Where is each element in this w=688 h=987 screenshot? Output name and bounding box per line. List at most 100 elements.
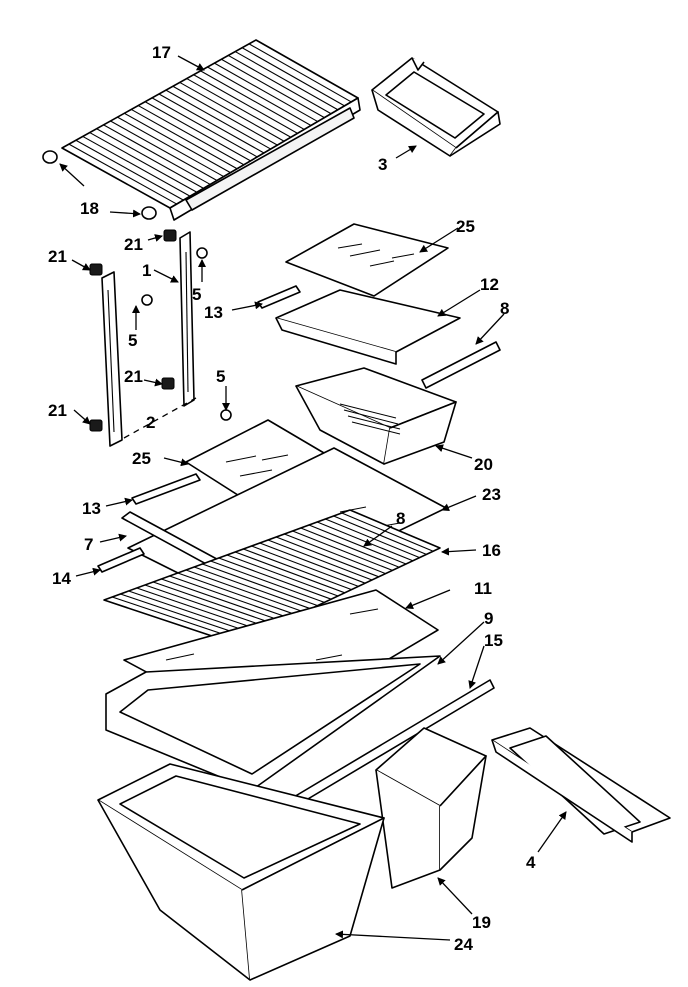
callout-21: 21 — [124, 367, 143, 386]
callout-2: 2 — [146, 413, 155, 432]
callout-23: 23 — [482, 485, 501, 504]
wire-rod — [228, 54, 332, 115]
wire-rod — [103, 124, 211, 185]
wire-shelf-17 — [61, 39, 361, 221]
callout-21: 21 — [124, 235, 143, 254]
callout-11: 11 — [474, 579, 492, 598]
ladder-rail-1 — [179, 231, 195, 407]
wire-rod — [210, 560, 325, 603]
wire-rod — [226, 554, 339, 597]
callout-labels: 17 3 18 21 21 1 5 5 21 5 21 2 25 12 13 8… — [48, 43, 536, 954]
wire-rod — [110, 120, 218, 181]
wire-rod — [153, 581, 277, 626]
callout-9: 9 — [484, 609, 493, 628]
wire-rod — [193, 74, 298, 134]
wire-rod — [308, 524, 407, 565]
wire-rod — [136, 587, 264, 632]
callout-5: 5 — [192, 285, 201, 304]
meat-pan-20 — [295, 367, 457, 465]
callout-12: 12 — [480, 275, 499, 294]
wire-rod — [259, 542, 366, 584]
wire-rod — [124, 112, 231, 174]
callout-3: 3 — [378, 155, 387, 174]
glass-panel-25-upper — [285, 223, 449, 297]
shelf-trim-8-upper — [421, 341, 501, 389]
callout-21: 21 — [48, 247, 67, 266]
callout-24: 24 — [454, 935, 473, 954]
wire-rod — [117, 116, 224, 178]
wire-rod — [207, 66, 312, 126]
shelf-trim-14 — [97, 547, 145, 573]
wire-rod — [194, 566, 311, 610]
screw-5 — [141, 247, 232, 421]
shelf-roller-18 — [42, 150, 157, 220]
wire-rod — [284, 533, 386, 575]
wire-rod — [185, 569, 305, 613]
wire-rod — [128, 590, 257, 635]
callout-5: 5 — [216, 367, 225, 386]
callout-15: 15 — [484, 631, 503, 650]
wire-rod — [234, 51, 339, 111]
wire-rod — [179, 81, 285, 142]
wire-shelf-16 — [103, 509, 441, 645]
wire-rod — [161, 578, 284, 623]
dairy-bin-3 — [371, 57, 501, 157]
wire-rod — [241, 47, 345, 107]
callout-16: 16 — [482, 541, 501, 560]
callout-8: 8 — [396, 509, 405, 528]
callout-8: 8 — [500, 299, 509, 318]
ladder-rail-2 — [101, 271, 123, 447]
callout-18: 18 — [80, 199, 99, 218]
shelf-trim-13-lower — [131, 473, 201, 505]
callout-21: 21 — [48, 401, 67, 420]
wire-rod — [202, 563, 318, 607]
crisper-frame-9 — [105, 655, 441, 791]
wire-rod — [214, 62, 318, 123]
wire-rod — [172, 85, 278, 146]
wire-rod — [89, 132, 198, 193]
callout-5: 5 — [128, 331, 137, 350]
callout-7: 7 — [84, 535, 93, 554]
rail-alignment-line — [123, 397, 197, 439]
wire-rod — [144, 101, 251, 162]
callout-4: 4 — [526, 853, 536, 872]
crisper-drawer-24 — [97, 763, 385, 981]
wire-rod — [75, 139, 184, 201]
wire-rod — [131, 108, 238, 170]
wire-rod — [177, 572, 298, 616]
wire-rod — [292, 530, 393, 571]
callout-13: 13 — [82, 499, 101, 518]
wire-rod — [325, 518, 420, 559]
callout-25: 25 — [132, 449, 151, 468]
wire-rod — [251, 545, 359, 587]
wire-rod — [82, 135, 191, 197]
callout-19: 19 — [472, 913, 491, 932]
wire-rod — [158, 93, 265, 154]
leader-lines — [59, 55, 567, 941]
wire-rod — [165, 89, 271, 150]
wire-rod — [300, 527, 400, 568]
wire-rod — [221, 58, 325, 119]
wire-rod — [243, 548, 352, 591]
wire-rod — [151, 97, 258, 158]
callout-1: 1 — [142, 261, 151, 280]
crisper-slide-4 — [491, 727, 671, 843]
wire-rod — [186, 78, 292, 138]
wire-rod — [248, 43, 352, 103]
wire-rod — [276, 536, 379, 578]
callout-13: 13 — [204, 303, 223, 322]
callout-25: 25 — [456, 217, 475, 236]
wire-rod — [267, 539, 373, 581]
callout-20: 20 — [474, 455, 493, 474]
callout-17: 17 — [152, 43, 171, 62]
wire-rod — [144, 584, 271, 629]
wire-rod — [235, 551, 345, 594]
wire-rod — [169, 575, 291, 619]
wire-rod — [137, 105, 245, 166]
callout-14: 14 — [52, 569, 71, 588]
shelf-trim-13-upper — [257, 285, 301, 309]
wire-rod — [218, 557, 332, 600]
shelf-frame-12 — [275, 289, 461, 365]
crisper-drawer-19 — [375, 727, 487, 889]
